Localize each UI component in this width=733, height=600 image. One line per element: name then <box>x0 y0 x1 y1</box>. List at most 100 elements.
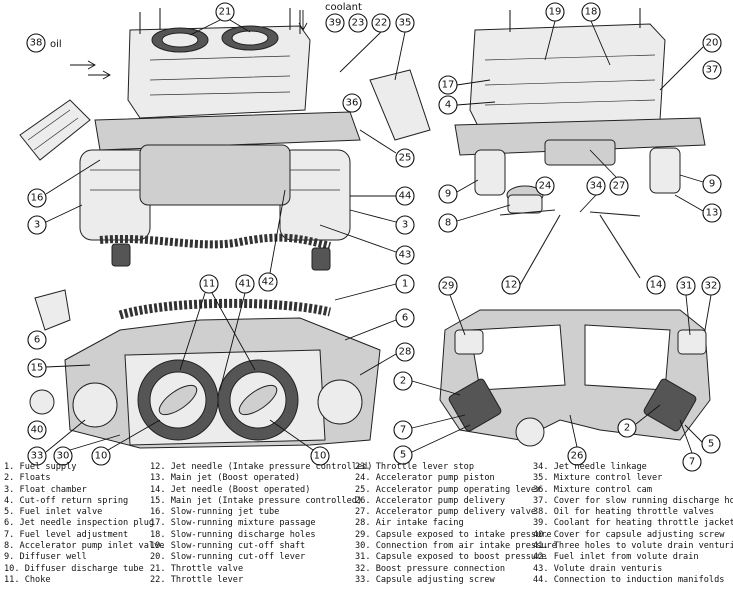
legend-item: 16. Slow-running jet tube <box>150 507 280 518</box>
callout-21: 21 <box>219 7 232 18</box>
callout-32: 32 <box>705 281 718 292</box>
callout-13: 13 <box>706 208 719 219</box>
legend-item: 28. Air intake facing <box>355 518 464 529</box>
legend-item: 8. Accelerator pump inlet valve <box>4 541 165 552</box>
legend-item: 39. Coolant for heating throttle jacket <box>533 518 733 529</box>
callout-8: 8 <box>445 218 451 229</box>
callout-10-left: 10 <box>95 451 108 462</box>
legend-item: 2. Floats <box>4 473 51 484</box>
legend-item: 37. Cover for slow running discharge hol… <box>533 495 733 506</box>
bottom-left-plan-drawing <box>29 289 381 449</box>
legend-item: 13. Main jet (Boost operated) <box>150 473 301 484</box>
legend-item: 22. Throttle lever <box>150 574 244 585</box>
legend-item: 12. Jet needle (Intake pressure controll… <box>150 462 373 472</box>
callout-30: 30 <box>57 451 70 462</box>
callout-34: 34 <box>590 181 603 192</box>
callout-27: 27 <box>613 181 626 192</box>
legend-item: 3. Float chamber <box>4 484 87 495</box>
top-right-assembly-drawing <box>454 8 706 286</box>
callout-14: 14 <box>650 280 663 291</box>
legend-item: 26. Accelerator pump delivery <box>355 495 506 506</box>
legend-item: 19. Slow-running cut-off shaft <box>150 541 306 552</box>
legend-column-2: 12. Jet needle (Intake pressure controll… <box>150 462 372 586</box>
legend-item: 44. Connection to induction manifolds <box>533 574 725 585</box>
callout-19: 19 <box>549 7 562 18</box>
legend-item: 11. Choke <box>4 574 51 585</box>
callouts: 21 coolant 39 23 22 35 38 oil 36 25 16 4… <box>26 2 722 472</box>
legend-item: 27. Accelerator pump delivery valve <box>355 507 537 518</box>
bottom-right-section-drawing <box>439 309 711 447</box>
callout-10-right: 10 <box>314 451 327 462</box>
callout-36: 36 <box>346 98 359 109</box>
callout-7-right: 7 <box>689 457 695 468</box>
callout-6-right: 6 <box>402 313 408 324</box>
legend-item: 9. Diffuser well <box>4 552 87 563</box>
legend-item: 15. Main jet (Intake pressure controlled… <box>150 495 363 506</box>
callout-39: 39 <box>329 18 342 29</box>
legend-item: 18. Slow-running discharge holes <box>150 529 316 540</box>
legend-item: 31. Capsule exposed to boost pressure <box>355 552 547 563</box>
callout-5-right: 5 <box>708 439 714 450</box>
callout-33: 33 <box>31 451 44 462</box>
legend-item: 43. Volute drain venturis <box>533 563 663 574</box>
callout-9-right: 9 <box>709 179 715 190</box>
legend-item: 20. Slow-running cut-off lever <box>150 552 306 563</box>
legend-item: 34. Jet needle linkage <box>533 462 647 472</box>
callout-4: 4 <box>445 100 451 111</box>
callout-28: 28 <box>399 347 412 358</box>
legend-item: 6. Jet needle inspection plug <box>4 518 155 529</box>
callout-24: 24 <box>539 181 552 192</box>
callout-38: 38 <box>30 38 43 49</box>
legend-item: 1. Fuel supply <box>4 462 77 472</box>
legend-item: 33. Capsule adjusting screw <box>355 574 495 585</box>
callout-31: 31 <box>680 281 693 292</box>
legend-item: 14. Jet needle (Boost operated) <box>150 484 311 495</box>
callout-40: 40 <box>31 425 44 436</box>
oil-label: oil <box>50 39 62 50</box>
legend-item: 5. Fuel inlet valve <box>4 507 103 518</box>
callout-15: 15 <box>31 363 44 374</box>
callout-16: 16 <box>31 193 44 204</box>
callout-9-left: 9 <box>445 189 451 200</box>
callout-2-right: 2 <box>624 423 630 434</box>
legend-item: 7. Fuel level adjustment <box>4 529 129 540</box>
legend-item: 17. Slow-running mixture passage <box>150 518 316 529</box>
callout-41: 41 <box>239 279 252 290</box>
legend-item: 29. Capsule exposed to intake pressure <box>355 529 552 540</box>
callout-29: 29 <box>442 281 455 292</box>
callout-20: 20 <box>706 38 719 49</box>
callout-3-right: 3 <box>402 220 408 231</box>
legend-item: 4. Cut-off return spring <box>4 495 129 506</box>
legend-item: 21. Throttle valve <box>150 563 244 574</box>
legend-item: 36. Mixture control cam <box>533 484 652 495</box>
coolant-label: coolant <box>325 2 362 13</box>
callout-12: 12 <box>505 280 518 291</box>
legend-item: 35. Mixture control lever <box>533 473 663 484</box>
callout-2-left: 2 <box>400 376 406 387</box>
legend-item: 30. Connection from air intake pressure <box>355 541 557 552</box>
legend-item: 10. Diffuser discharge tube <box>4 563 144 574</box>
callout-23: 23 <box>352 18 365 29</box>
legend-item: 32. Boost pressure connection <box>355 563 506 574</box>
callout-26: 26 <box>571 451 584 462</box>
callout-44: 44 <box>399 191 412 202</box>
callout-11: 11 <box>203 279 216 290</box>
legend-item: 23. Throttle lever stop <box>355 462 474 472</box>
legend-item: 40. Cover for capsule adjusting screw <box>533 529 725 540</box>
callout-3-left: 3 <box>34 220 40 231</box>
callout-1: 1 <box>402 279 408 290</box>
callout-43: 43 <box>399 250 412 261</box>
legend-item: 41. Three holes to volute drain venturis <box>533 541 733 552</box>
callout-18: 18 <box>585 7 598 18</box>
callout-25: 25 <box>399 153 412 164</box>
callout-17: 17 <box>442 80 455 91</box>
legend-item: 25. Accelerator pump operating lever <box>355 484 542 495</box>
legend-item: 24. Accelerator pump piston <box>355 473 495 484</box>
callout-37: 37 <box>706 65 719 76</box>
callout-22: 22 <box>375 18 388 29</box>
